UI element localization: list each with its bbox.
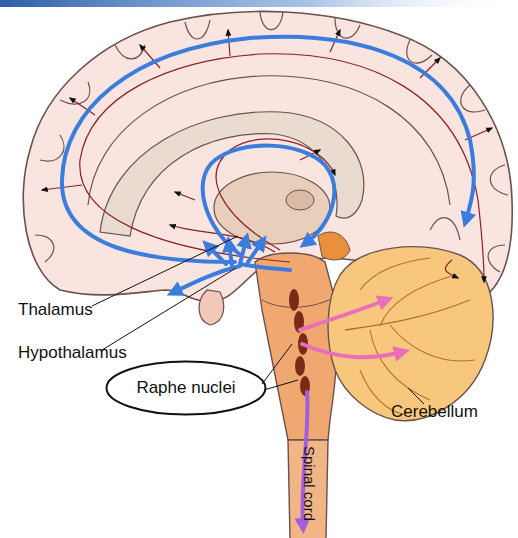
cerebellum [328,247,493,421]
serotonin-pathway [240,240,246,264]
sulcus [490,165,508,195]
sulcus [488,245,505,272]
pituitary [199,290,224,325]
spinal-cord [288,440,328,538]
leader-line [408,388,424,404]
leader-line [262,344,292,384]
raphe-nucleus [295,356,305,376]
sulcus [40,135,64,161]
serotonin-pathway [203,146,335,256]
sulcus [407,40,432,63]
thalamus [214,172,330,244]
structure-label: Hypothalamus [18,343,127,363]
fibre-path [175,192,195,200]
tectum [318,232,350,260]
structure-label: Thalamus [18,300,93,320]
raphe-nucleus [289,289,299,311]
leader-line [102,268,236,350]
interthalamic-adhesion [286,190,314,210]
node-label: Raphe nuclei [136,378,235,398]
brainstem [255,253,337,440]
leader-line [264,380,298,390]
sulcus [461,85,485,112]
sulcus [185,20,210,39]
sulcus [115,45,145,59]
serotonin-pathway [248,242,262,262]
header-strip [0,0,518,7]
sulcus [35,235,54,262]
cerebellar-folia [370,330,430,400]
cerebellar-folia [345,300,470,330]
serotonin-pathway [300,300,386,330]
sulcus [260,12,283,30]
fibre-path [80,54,484,282]
sulcus [430,218,460,240]
serotonin-pathway [229,244,232,266]
serotonin-pathway [174,266,240,292]
serotonin-pathway [62,37,474,262]
cerebellar-folia [390,325,475,361]
cerebellar-folia [360,258,430,290]
structure-label: Cerebellum [391,402,478,422]
serotonin-pathway [302,344,402,357]
sulcus [335,18,360,38]
cerebellar-folia [380,275,455,326]
structure-label: Spinal cord [299,446,319,521]
ellipse-outline [107,362,266,415]
leader-line [92,236,238,306]
fibre-path [228,30,230,56]
fibre-path [445,260,458,278]
serotonin-pathway [240,264,290,270]
label-ellipse: Raphe nuclei [105,360,267,416]
